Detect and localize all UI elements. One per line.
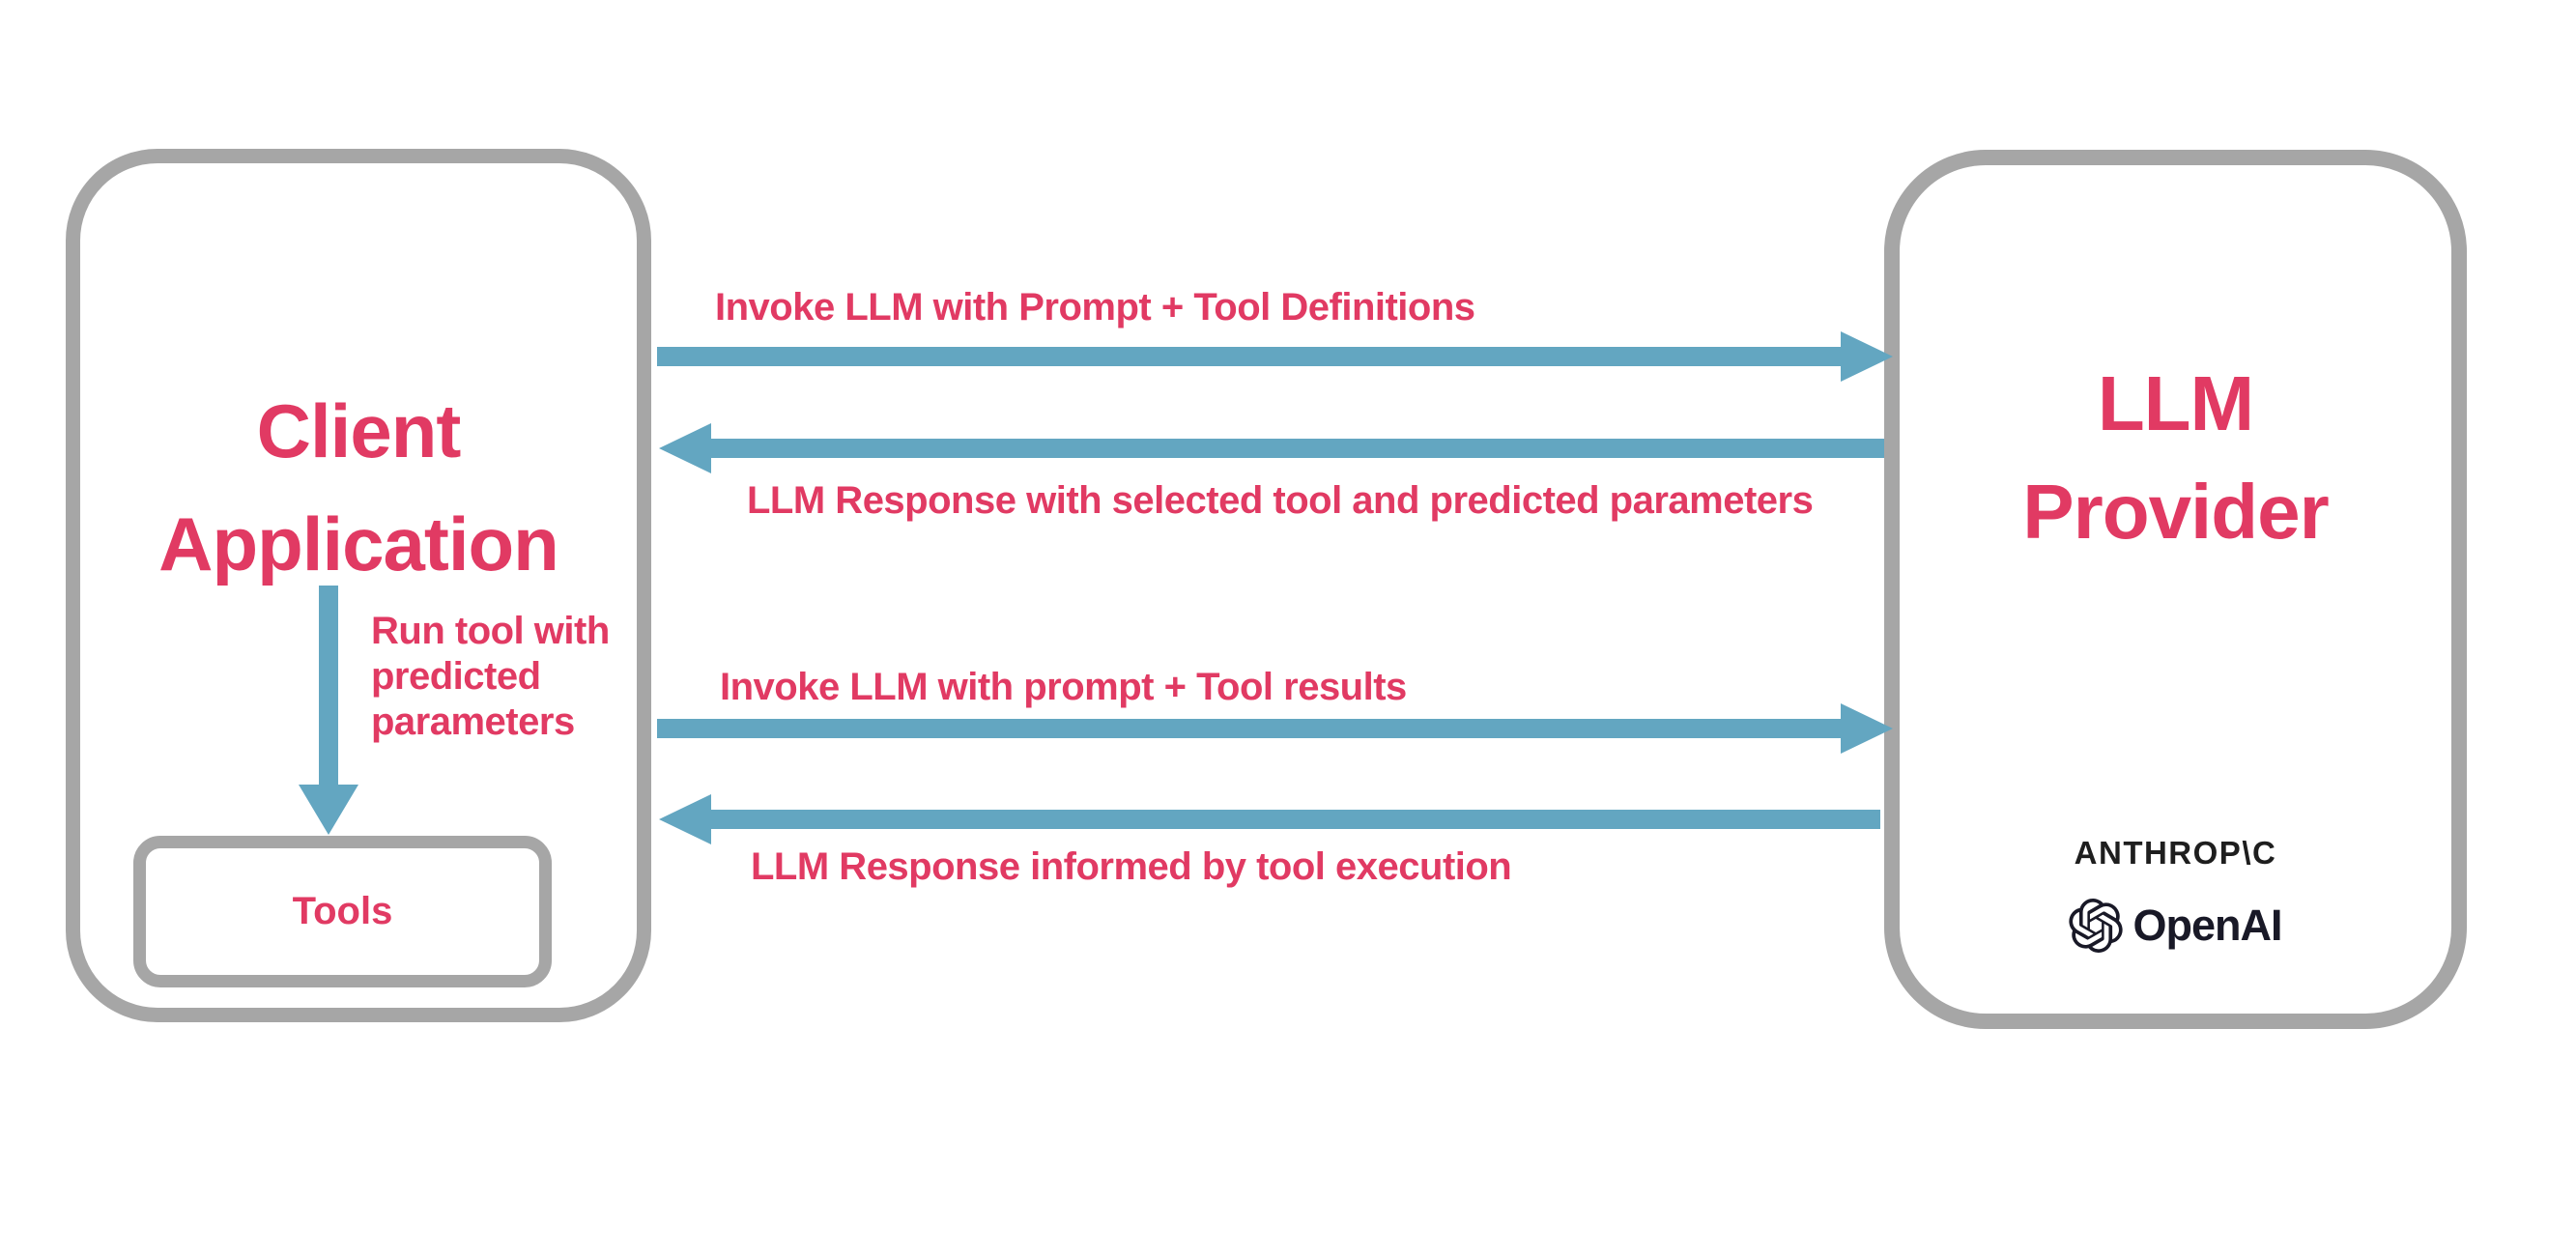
message-4-arrow-left-icon bbox=[659, 794, 711, 844]
message-1-arrow-shaft bbox=[657, 347, 1841, 366]
openai-logo: OpenAI bbox=[1884, 899, 2467, 953]
llm-title-line1: LLM bbox=[2097, 360, 2254, 446]
run-tool-label: Run tool with predicted parameters bbox=[371, 610, 610, 743]
message-3-arrow-shaft bbox=[657, 719, 1841, 738]
llm-provider-box bbox=[1884, 150, 2467, 1029]
tools-box: Tools bbox=[133, 836, 552, 987]
llm-title-line2: Provider bbox=[2022, 469, 2330, 555]
tools-label: Tools bbox=[292, 890, 393, 932]
message-2-label: LLM Response with selected tool and pred… bbox=[747, 479, 1814, 522]
message-2-arrow-left-icon bbox=[659, 423, 711, 473]
client-title-line2: Application bbox=[158, 501, 559, 586]
anthropic-logo: ANTHROP\C bbox=[2074, 835, 2277, 871]
run-tool-arrow-shaft bbox=[319, 586, 338, 786]
message-3-label: Invoke LLM with prompt + Tool results bbox=[720, 666, 1407, 708]
message-3-arrow-right-icon bbox=[1841, 703, 1893, 754]
message-1-arrow-right-icon bbox=[1841, 331, 1893, 382]
openai-wordmark: OpenAI bbox=[2132, 901, 2282, 950]
client-title-line1: Client bbox=[256, 388, 462, 473]
message-1-label: Invoke LLM with Prompt + Tool Definition… bbox=[715, 286, 1475, 329]
client-application-title: Client Application bbox=[66, 375, 651, 601]
run-tool-arrow-head-icon bbox=[299, 785, 358, 835]
message-4-arrow-shaft bbox=[711, 810, 1880, 829]
openai-flower-icon bbox=[2069, 899, 2124, 953]
llm-provider-title: LLM Provider bbox=[1884, 350, 2467, 566]
message-4-label: LLM Response informed by tool execution bbox=[751, 845, 1512, 888]
message-2-arrow-shaft bbox=[711, 439, 1884, 458]
